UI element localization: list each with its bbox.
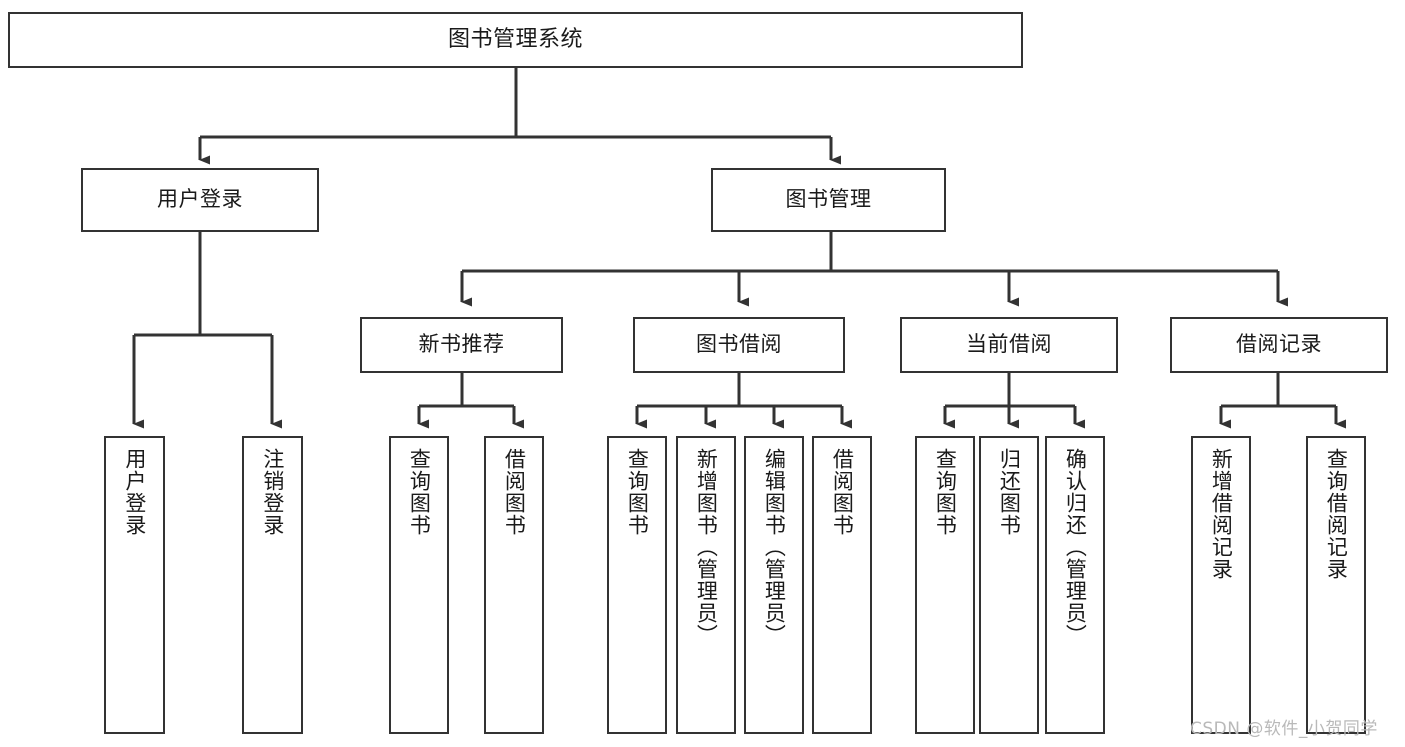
node-leaf-logout[interactable]: 注销登录 — [242, 436, 303, 734]
node-leaf-query-book-current[interactable]: 查询图书 — [915, 436, 975, 734]
csdn-watermark: CSDN @软件_小贺同学 — [1190, 719, 1378, 739]
node-leaf-borrow-book-recommend[interactable]: 借阅图书 — [484, 436, 544, 734]
node-leaf-user-login[interactable]: 用户登录 — [104, 436, 165, 734]
node-label: 新书推荐 — [418, 332, 505, 357]
node-current-borrow[interactable]: 当前借阅 — [900, 317, 1118, 373]
node-label: 用户登录 — [157, 187, 243, 212]
node-book-borrow[interactable]: 图书借阅 — [633, 317, 845, 373]
node-leaf-return-book[interactable]: 归还图书 — [979, 436, 1039, 734]
node-label: 查询图书 — [625, 448, 650, 536]
node-label: 注销登录 — [260, 448, 285, 536]
node-book-manage[interactable]: 图书管理 — [711, 168, 946, 232]
node-label: 查询借阅记录 — [1324, 448, 1349, 580]
node-label: 当前借阅 — [966, 332, 1052, 357]
node-leaf-add-book-admin[interactable]: 新增图书（管理员） — [676, 436, 736, 734]
node-new-book-recommend[interactable]: 新书推荐 — [360, 317, 563, 373]
node-label: 借阅记录 — [1236, 332, 1322, 357]
node-label: 查询图书 — [933, 448, 958, 536]
node-label: 图书管理系统 — [447, 26, 583, 52]
node-label: 新增借阅记录 — [1209, 448, 1234, 580]
node-label: 确认归还（管理员） — [1063, 448, 1088, 646]
node-label: 编辑图书（管理员） — [762, 448, 787, 646]
node-label: 用户登录 — [122, 448, 147, 536]
node-label: 图书管理 — [785, 187, 872, 212]
node-label: 图书借阅 — [696, 332, 782, 357]
node-borrow-record[interactable]: 借阅记录 — [1170, 317, 1388, 373]
node-leaf-add-borrow-record[interactable]: 新增借阅记录 — [1191, 436, 1251, 734]
node-leaf-edit-book-admin[interactable]: 编辑图书（管理员） — [744, 436, 804, 734]
node-label: 新增图书（管理员） — [694, 448, 719, 646]
node-label: 借阅图书 — [502, 448, 527, 536]
node-leaf-borrow-book[interactable]: 借阅图书 — [812, 436, 872, 734]
node-leaf-query-book-borrow[interactable]: 查询图书 — [607, 436, 667, 734]
node-leaf-confirm-return-admin[interactable]: 确认归还（管理员） — [1045, 436, 1105, 734]
node-label: 归还图书 — [997, 448, 1022, 536]
node-label: 借阅图书 — [830, 448, 855, 536]
node-leaf-query-book-recommend[interactable]: 查询图书 — [389, 436, 449, 734]
node-user-login[interactable]: 用户登录 — [81, 168, 319, 232]
node-root-book-management-system[interactable]: 图书管理系统 — [8, 12, 1023, 68]
node-leaf-query-borrow-record[interactable]: 查询借阅记录 — [1306, 436, 1366, 734]
node-label: 查询图书 — [407, 448, 432, 536]
